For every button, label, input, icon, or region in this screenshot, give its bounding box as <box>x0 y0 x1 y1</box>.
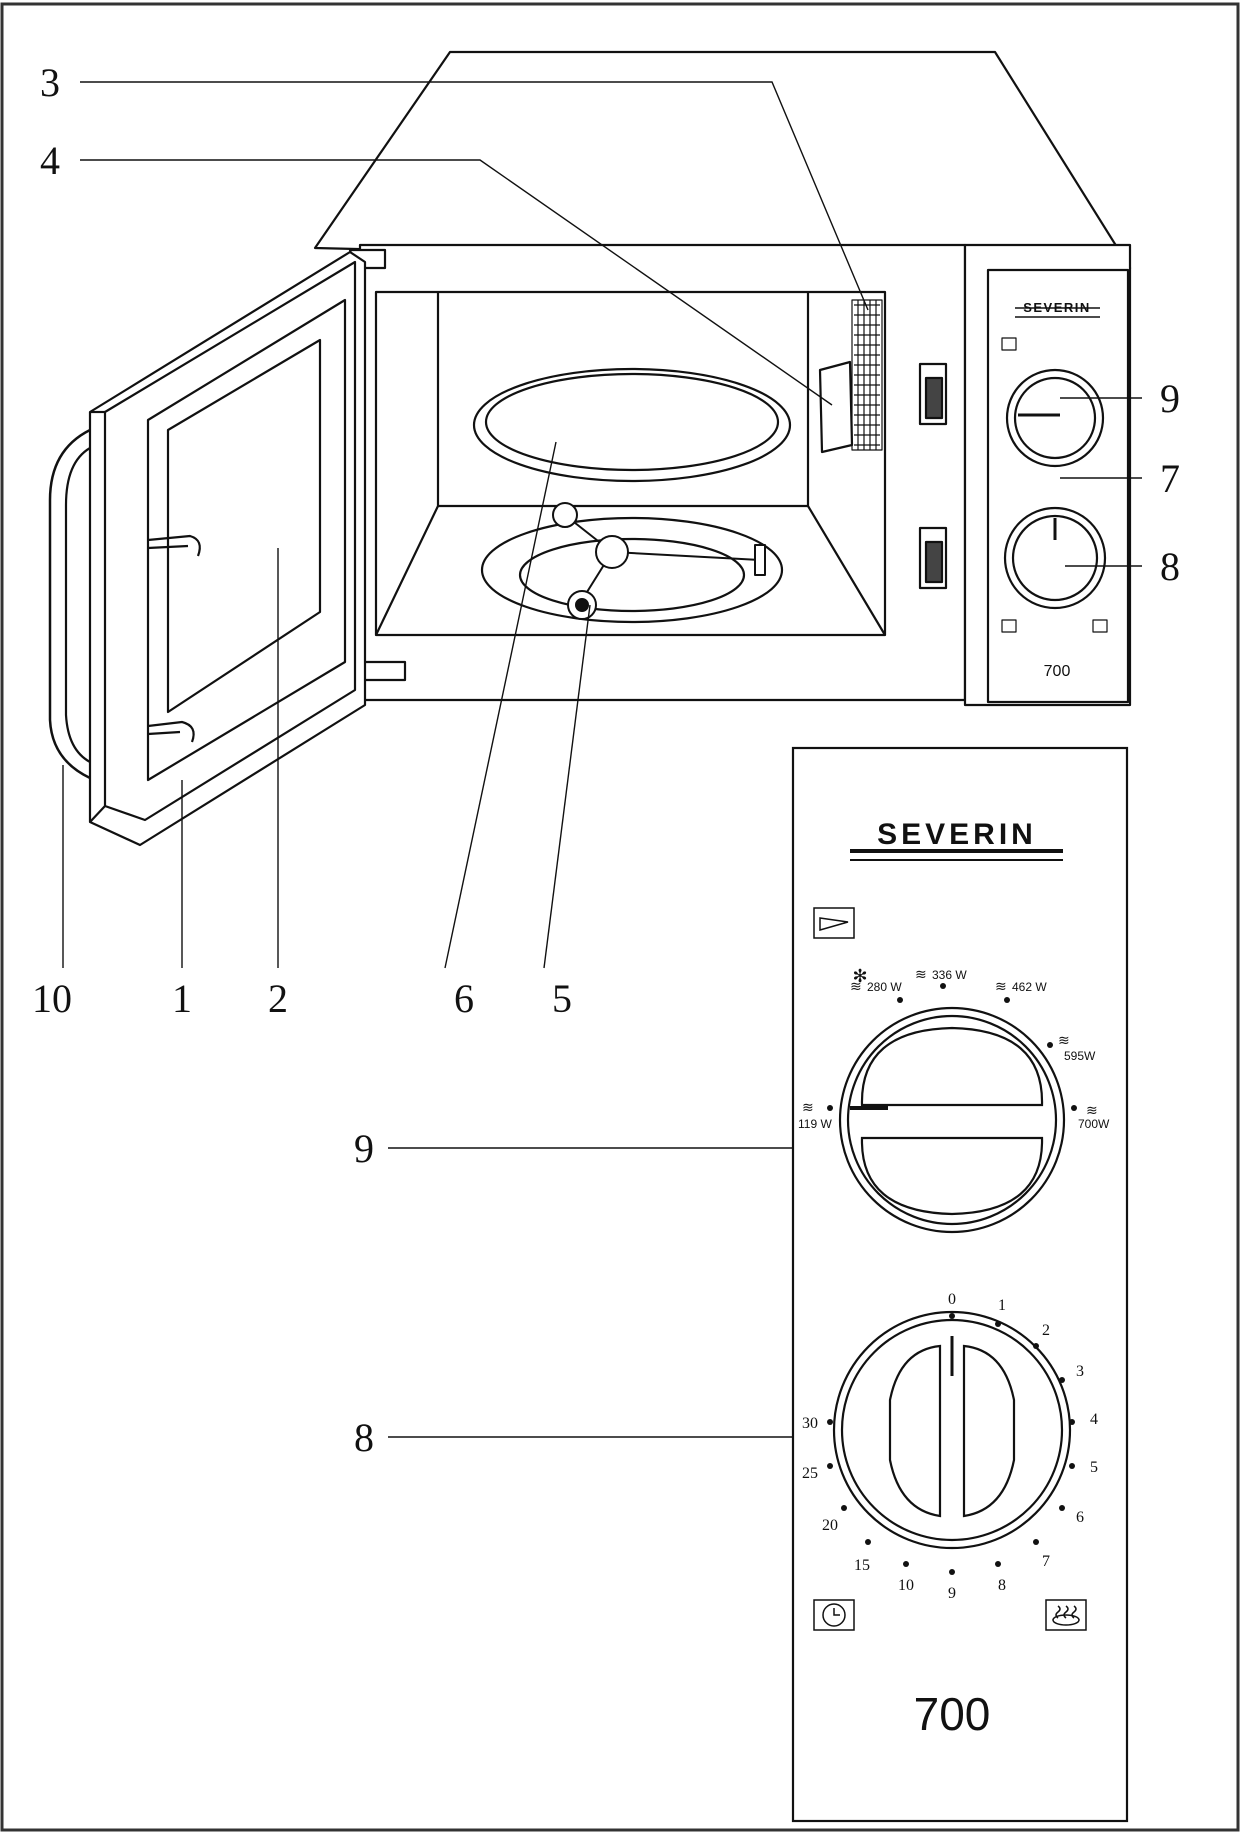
callout-3: 3 <box>40 60 60 105</box>
svg-text:≋: ≋ <box>802 1101 814 1116</box>
svg-text:≋: ≋ <box>1058 1034 1070 1049</box>
glass-turntable <box>472 367 792 483</box>
power-label-119: 119 W <box>798 1117 832 1131</box>
svg-text:≋: ≋ <box>915 968 927 983</box>
wave-icons: ≋ ≋ ≋ ≋ ≋ ≋ <box>802 968 1098 1119</box>
callout-4: 4 <box>40 138 60 183</box>
callout-6: 6 <box>454 976 474 1021</box>
timer-label-8: 8 <box>998 1577 1006 1594</box>
power-label-336: 336 W <box>932 968 967 982</box>
power-knob <box>838 1006 1066 1234</box>
power-label-595: 595W <box>1064 1049 1096 1063</box>
timer-dots <box>827 1313 1075 1575</box>
power-label-700: 700W <box>1078 1117 1110 1131</box>
timer-label-10: 10 <box>898 1577 914 1594</box>
timer-label-25: 25 <box>802 1465 818 1482</box>
timer-label-2: 2 <box>1042 1322 1050 1339</box>
svg-text:≋: ≋ <box>1086 1104 1098 1119</box>
timer-label-3: 3 <box>1076 1363 1084 1380</box>
small-panel-model: 700 <box>1044 663 1071 680</box>
defrost-icon: ✻ <box>852 966 867 986</box>
timer-label-5: 5 <box>1090 1459 1098 1476</box>
panel-model: 700 <box>914 1688 991 1740</box>
control-panel-small <box>963 243 1132 707</box>
clock-icon <box>813 1599 855 1631</box>
callout-9-top: 9 <box>1160 376 1180 421</box>
timer-label-30: 30 <box>802 1415 818 1432</box>
svg-text:≋: ≋ <box>995 980 1007 995</box>
power-dots <box>827 983 1077 1111</box>
panel-brand: SEVERIN <box>877 818 1037 851</box>
timer-label-0: 0 <box>948 1291 956 1308</box>
timer-knob <box>832 1310 1072 1550</box>
power-label-462: 462 W <box>1012 980 1047 994</box>
callout-1: 1 <box>172 976 192 1021</box>
callout-9-bottom: 9 <box>354 1126 374 1171</box>
power-knob-small <box>1005 368 1105 468</box>
dish-icon <box>1045 1599 1087 1631</box>
power-label-280: 280 W <box>867 980 902 994</box>
callout-7: 7 <box>1160 456 1180 501</box>
timer-label-7: 7 <box>1042 1553 1050 1570</box>
vent-grille <box>851 299 883 451</box>
door <box>88 250 367 847</box>
roller-ring <box>480 516 784 624</box>
timer-label-6: 6 <box>1076 1509 1084 1526</box>
microwave-mode-icon <box>813 907 855 939</box>
callout-5: 5 <box>552 976 572 1021</box>
timer-label-15: 15 <box>854 1557 870 1574</box>
timer-label-20: 20 <box>822 1517 838 1534</box>
door-window <box>166 338 322 714</box>
callout-8-top: 8 <box>1160 544 1180 589</box>
svg-text:≋: ≋ <box>850 980 862 995</box>
timer-label-4: 4 <box>1090 1411 1098 1428</box>
door-hook-lower <box>147 720 195 743</box>
callout-10: 10 <box>32 976 72 1021</box>
small-panel-brand: SEVERIN <box>1023 300 1091 315</box>
callout-2: 2 <box>268 976 288 1021</box>
timer-knob-small <box>1003 506 1107 610</box>
control-panel-enlarged: ✻ ≋ ≋ ≋ ≋ ≋ ≋ 280 W 336 W 462 W 595W 119… <box>791 746 1129 1823</box>
microwave-illustration <box>48 50 1132 847</box>
waveguide-cover <box>818 360 854 454</box>
timer-labels: 0 1 2 3 4 5 6 7 8 9 10 15 20 25 30 <box>802 1291 1098 1602</box>
door-handle <box>48 428 91 780</box>
door-hook-upper <box>147 534 201 557</box>
callout-8-bottom: 8 <box>354 1415 374 1460</box>
timer-label-9: 9 <box>948 1585 956 1602</box>
timer-label-1: 1 <box>998 1297 1006 1314</box>
